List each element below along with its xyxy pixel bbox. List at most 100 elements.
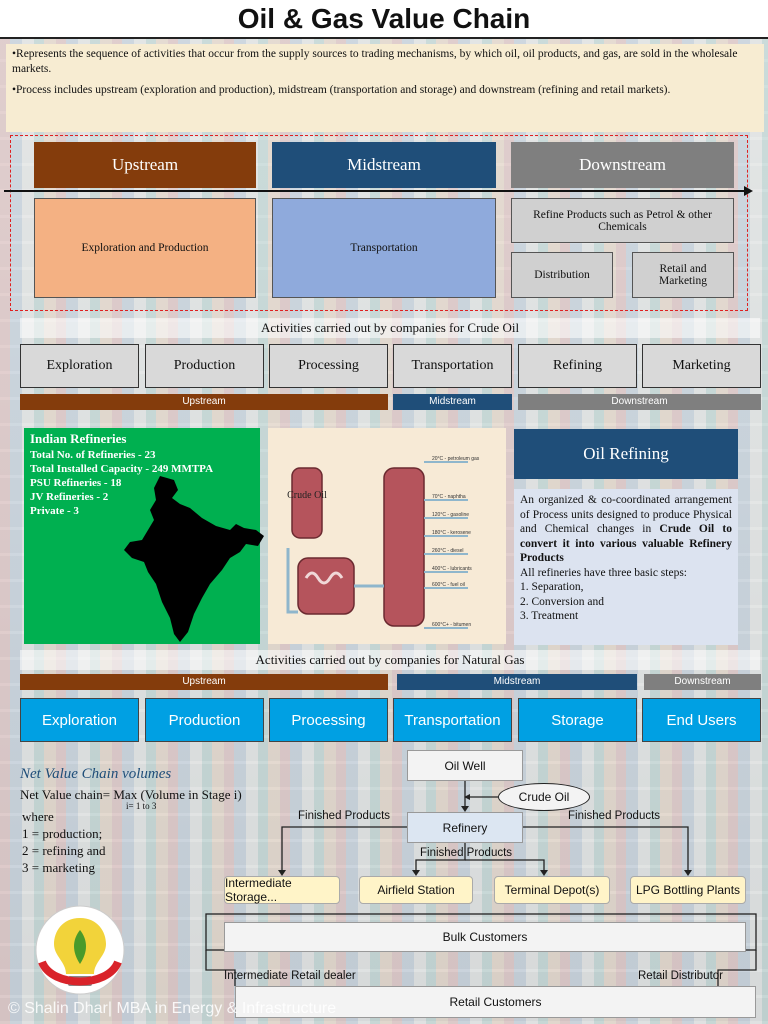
crude-activity-label: Marketing (672, 358, 731, 373)
lpg-bottling-node: LPG Bottling Plants (630, 876, 746, 904)
oil-refining-bold: Crude Oil to convert it into various val… (520, 523, 732, 564)
net-value-item: 1 = production; (22, 826, 103, 841)
distribution-label: Distribution (534, 269, 590, 281)
oil-refining-step: 1. Separation, (520, 581, 584, 593)
crude-activity-exploration: Exploration (20, 344, 139, 388)
gas-activity-end-users: End Users (642, 698, 761, 742)
indian-refineries-title: Indian Refineries (30, 431, 127, 446)
upstream-box: Exploration and Production (34, 198, 256, 298)
midstream-header: Midstream (272, 142, 496, 188)
refinery-diagram-panel: Crude Oil 20°C - petroleum gas 70°C - na… (268, 428, 506, 644)
gas-activity-label: End Users (666, 711, 737, 729)
arrow-head-icon (744, 186, 753, 196)
intro-panel: •Represents the sequence of activities t… (6, 44, 764, 132)
net-value-item: 3 = marketing (22, 860, 96, 875)
intermediate-retail-dealer-label: Intermediate Retail dealer (224, 970, 356, 982)
footer-credit: © Shalin Dhar| MBA in Energy & Infrastru… (8, 1000, 337, 1017)
refinery-node: Refinery (407, 812, 523, 843)
fraction-label: 260°C - diesel (432, 548, 463, 554)
fraction-label: 600°C - fuel oil (432, 582, 465, 588)
oil-refining-text: An organized & co-coordinated arrangemen… (520, 494, 732, 535)
gas-activity-label: Storage (551, 711, 604, 729)
retail-customers-node: Retail Customers (235, 986, 756, 1018)
gas-activity-exploration: Exploration (20, 698, 139, 742)
fraction-label: 180°C - kerosene (432, 530, 471, 536)
bulk-customers-node: Bulk Customers (224, 922, 746, 952)
crude-activity-refining: Refining (518, 344, 637, 388)
crude-band-upstream: Upstream (20, 394, 388, 410)
distribution-box: Distribution (511, 252, 613, 298)
net-value-subscript: i= 1 to 3 (126, 801, 157, 811)
refineries-stat: PSU Refineries - 18 (30, 477, 122, 489)
stage-overview-frame (10, 135, 748, 311)
downstream-refine-label: Refine Products such as Petrol & other C… (533, 208, 712, 233)
crude-activity-production: Production (145, 344, 264, 388)
gas-activity-production: Production (145, 698, 264, 742)
fraction-label: 20°C - petroleum gas (432, 456, 480, 462)
oil-well-node: Oil Well (407, 750, 523, 781)
distillation-column-diagram: Crude Oil 20°C - petroleum gas 70°C - na… (286, 456, 480, 629)
oil-refining-title: Oil Refining (514, 429, 738, 479)
crude-band-downstream: Downstream (518, 394, 761, 410)
crude-activities-heading: Activities carried out by companies for … (20, 318, 760, 338)
value-chain-arrow (4, 190, 748, 192)
refineries-stat: Total Installed Capacity - 249 MMTPA (30, 463, 214, 475)
gas-activity-processing: Processing (269, 698, 388, 742)
retail-marketing-label: Retail and Marketing (659, 263, 707, 287)
refineries-stat: Total No. of Refineries - 23 (30, 449, 156, 461)
crude-activity-label: Exploration (46, 358, 113, 373)
gas-activity-label: Transportation (404, 711, 501, 729)
crude-activity-label: Production (173, 358, 236, 373)
downstream-header: Downstream (511, 142, 734, 188)
finished-products-mid-label: Finished Products (420, 847, 513, 859)
net-value-item: 2 = refining and (22, 843, 106, 858)
crude-activity-processing: Processing (269, 344, 388, 388)
refineries-stat: JV Refineries - 2 (30, 491, 109, 503)
crude-oil-node: Crude Oil (498, 783, 590, 811)
gas-activity-label: Processing (291, 711, 366, 729)
net-value-title: Net Value Chain volumes (20, 766, 172, 782)
crude-activity-label: Processing (298, 358, 359, 373)
gas-activity-label: Production (168, 711, 241, 729)
finished-products-right-label: Finished Products (568, 810, 661, 822)
terminal-depot-node: Terminal Depot(s) (494, 876, 610, 904)
airfield-station-node: Airfield Station (359, 876, 473, 904)
fraction-label: 70°C - naphtha (432, 494, 466, 500)
fraction-label: 120°C - gasoline (432, 512, 469, 518)
retail-marketing-box: Retail and Marketing (632, 252, 734, 298)
gas-activity-storage: Storage (518, 698, 637, 742)
finished-products-left-label: Finished Products (298, 810, 391, 822)
midstream-box-label: Transportation (350, 242, 418, 254)
refineries-stat: Private - 3 (30, 505, 79, 517)
upstream-box-label: Exploration and Production (81, 242, 209, 254)
india-map-icon (124, 476, 264, 642)
gas-band-upstream: Upstream (20, 674, 388, 690)
fraction-label: 600°C+ - bitumen (432, 622, 471, 628)
net-value-where: where (22, 809, 54, 824)
midstream-box: Transportation (272, 198, 496, 298)
crude-oil-tank-label: Crude Oil (287, 490, 327, 501)
upstream-header: Upstream (34, 142, 256, 188)
intermediate-storage-node: Intermediate Storage... (224, 876, 340, 904)
net-value-formula: Net Value chain= Max (Volume in Stage i) (20, 787, 242, 802)
gas-activity-transportation: Transportation (393, 698, 512, 742)
fraction-label: 400°C - lubricants (432, 566, 472, 572)
crude-activity-transportation: Transportation (393, 344, 512, 388)
gas-band-midstream: Midstream (397, 674, 637, 690)
gas-band-downstream: Downstream (644, 674, 761, 690)
gas-activity-label: Exploration (41, 711, 118, 729)
oil-refining-steps-intro: All refineries have three basic steps: (520, 566, 688, 579)
oil-refining-step: 3. Treatment (520, 610, 579, 622)
retail-distributor-label: Retail Distributor (638, 970, 723, 982)
page-title: Oil & Gas Value Chain (0, 0, 768, 38)
crude-activity-label: Transportation (411, 358, 494, 373)
oil-refining-step: 2. Conversion and (520, 595, 605, 608)
downstream-refine-box: Refine Products such as Petrol & other C… (511, 198, 734, 243)
crude-activity-label: Refining (553, 358, 602, 373)
crude-activity-marketing: Marketing (642, 344, 761, 388)
oil-refining-description: An organized & co-coordinated arrangemen… (514, 489, 738, 645)
intro-point-1: •Represents the sequence of activities t… (12, 48, 738, 75)
crude-band-midstream: Midstream (393, 394, 512, 410)
title-rule (0, 37, 768, 39)
